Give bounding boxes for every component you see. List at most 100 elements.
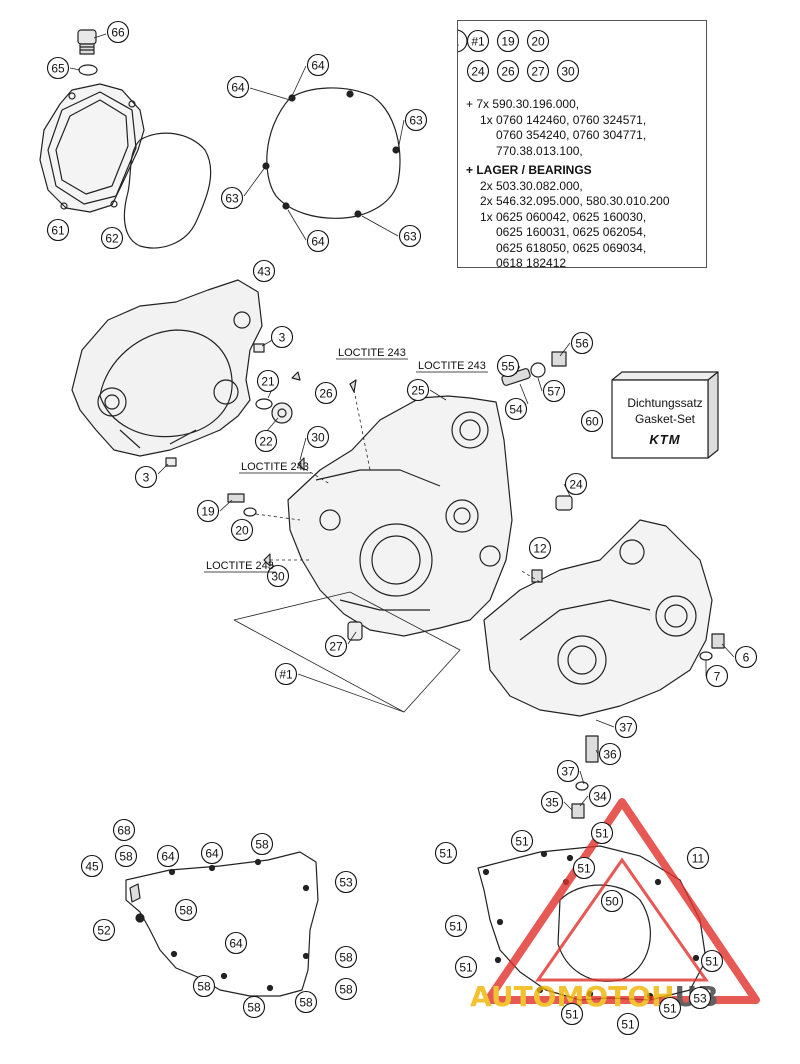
part-callout: 22 [254,429,278,453]
part-callout: 60 [580,409,604,433]
callout-circle [658,996,682,1020]
callout-circle [114,844,138,868]
watermark-text: AUTOMOTOHUB [470,980,719,1013]
part-callout: 51 [616,1012,640,1036]
callout-number: 19 [201,505,215,519]
callout-circle [80,854,104,878]
callout-circle [306,425,330,449]
kit-contents-line: 1x 0625 060042, 0625 160030, [480,209,647,224]
callout-number: 51 [515,835,529,849]
part-callout: 65 [46,56,70,80]
callout-circle [226,75,250,99]
part-callout: 51 [572,856,596,880]
callout-number: 50 [605,895,619,909]
part-callout: 64 [306,53,330,77]
callout-number: 34 [593,790,607,804]
callout-circle [496,59,520,83]
callout-circle [192,974,216,998]
callout-circle [688,986,712,1010]
part-callout: 25 [406,378,430,402]
callout-circle [458,29,468,53]
callout-number: 45 [85,860,99,874]
callout-number: 64 [205,847,219,861]
callout-number: 30 [271,570,285,584]
callout-number: 53 [693,992,707,1006]
callout-number: 68 [117,824,131,838]
callout-number: 58 [179,904,193,918]
part-callout: 37 [614,715,638,739]
callout-number: 58 [339,983,353,997]
part-callout: 7 [705,664,729,688]
callout-number: 64 [311,235,325,249]
callout-number: 30 [561,65,575,79]
callout-circle [504,397,528,421]
part-callout: 19 [496,29,520,53]
callout-number: #1 [279,668,293,682]
loctite-note: LOCTITE 243 [241,461,309,473]
kit-number-callout: 1 [458,29,468,53]
part-callout: 51 [700,949,724,973]
callout-circle [404,108,428,132]
part-callout: 3 [134,465,158,489]
callout-circle [270,325,294,349]
crankcase-cover-part [71,279,263,457]
callout-circle [306,229,330,253]
part-callout: 62 [100,226,124,250]
callout-circle [542,379,566,403]
callout-circle [100,226,124,250]
part-callout: 56 [570,331,594,355]
callout-number: 11 [692,852,705,866]
part-callout: 11 [686,846,710,870]
callout-number: 64 [229,937,243,951]
callout-circle [526,29,550,53]
callout-number: 58 [255,838,269,852]
part-callout: 6 [734,645,758,669]
callout-circle [266,564,290,588]
callout-number: 25 [411,384,425,398]
callout-circle [705,664,729,688]
part-callout: 63 [404,108,428,132]
callout-number: 63 [403,230,417,244]
callout-number: 63 [225,192,239,206]
callout-number: 19 [501,35,515,49]
callout-number: 58 [119,850,133,864]
callout-number: 55 [501,360,515,374]
callout-number: 63 [409,114,423,128]
callout-circle [570,331,594,355]
part-callout: 34 [588,784,612,808]
callout-circle [156,844,180,868]
callout-circle [334,945,358,969]
part-callout: 51 [434,841,458,865]
callout-number: 65 [51,62,65,76]
part-callout: 30 [266,564,290,588]
base-gasket-outline [233,591,461,713]
callout-number: 24 [471,65,485,79]
callout-circle [686,846,710,870]
callout-number: 37 [619,721,633,735]
callout-number: 35 [545,796,559,810]
part-callout: 20 [526,29,550,53]
callout-circle [580,409,604,433]
callout-circle [466,29,490,53]
part-callout: 58 [250,832,274,856]
callout-circle [466,59,490,83]
callout-circle [274,662,298,686]
callout-number: 54 [509,403,523,417]
callout-number: 61 [51,224,65,238]
callout-circle [220,186,244,210]
callout-circle [528,536,552,560]
kit-contents-line: 0625 160031, 0625 062054, [496,225,647,239]
part-callout: 64 [156,844,180,868]
part-callout: 68 [112,818,136,842]
callout-number: 53 [339,876,353,890]
part-callout: 63 [398,224,422,248]
part-callout: #1 [274,662,298,686]
part-callout: 58 [334,977,358,1001]
callout-circle [614,715,638,739]
o-ring-part [78,64,98,76]
kit-contents-line: 2x 503.30.082.000, [480,178,583,193]
part-callout: 30 [306,425,330,449]
callout-circle [256,369,280,393]
part-callout: 19 [196,499,220,523]
callout-number: 58 [197,980,211,994]
